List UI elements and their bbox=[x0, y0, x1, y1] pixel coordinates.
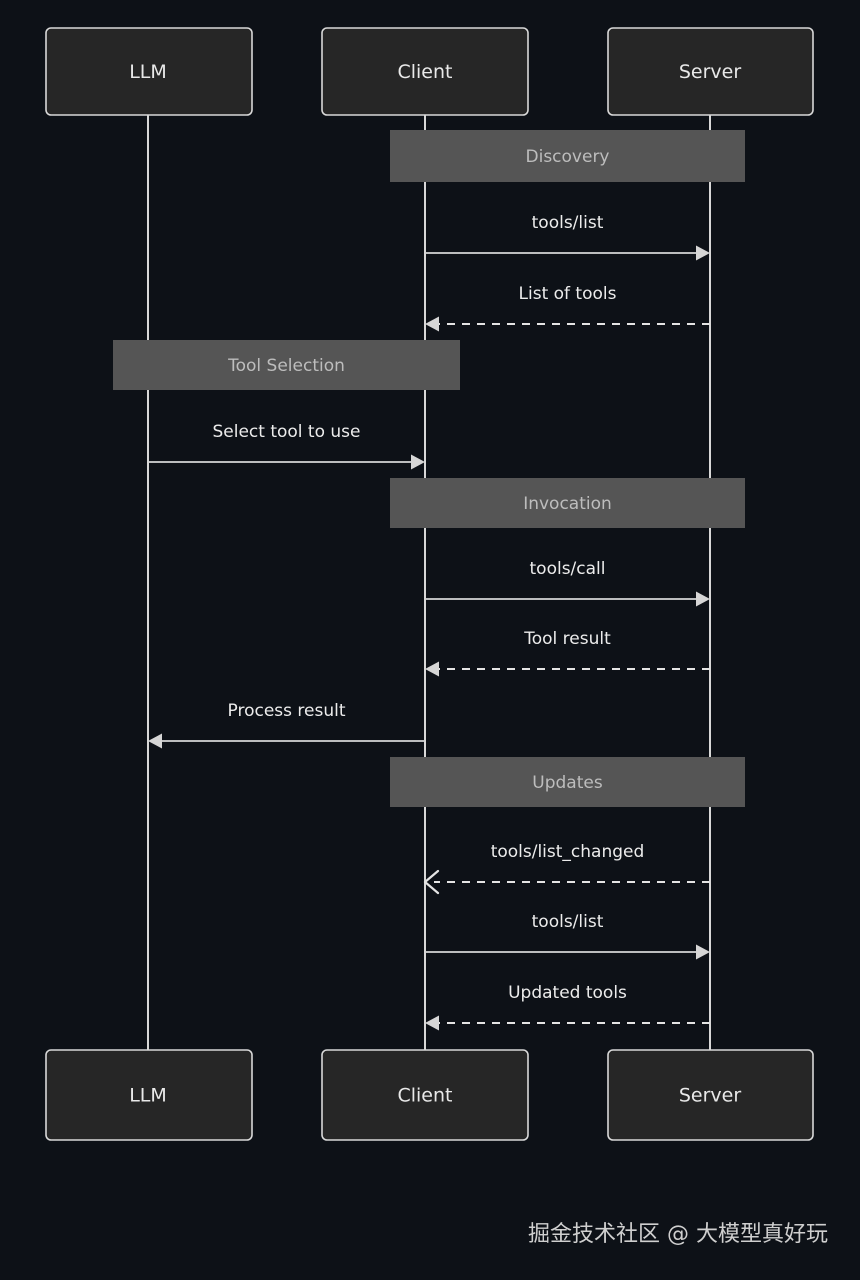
message-tools-list-1: tools/list bbox=[425, 213, 710, 261]
message-label-tools-list-changed: tools/list_changed bbox=[491, 842, 645, 862]
block-label-tool-selection: Tool Selection bbox=[227, 356, 345, 376]
block-discovery: Discovery bbox=[390, 130, 745, 182]
participant-label-llm-top: LLM bbox=[129, 61, 167, 83]
participant-server-bottom[interactable]: Server bbox=[607, 1049, 814, 1141]
block-label-discovery: Discovery bbox=[526, 147, 610, 167]
message-label-tools-list-1: tools/list bbox=[532, 213, 604, 233]
message-label-tools-call: tools/call bbox=[530, 559, 606, 579]
arrowhead-filled-tools-list-1 bbox=[696, 245, 710, 261]
block-updates: Updates bbox=[390, 757, 745, 807]
message-list-of-tools: List of tools bbox=[425, 284, 710, 332]
participant-server-top[interactable]: Server bbox=[607, 27, 814, 116]
arrowhead-filled-updated-tools bbox=[425, 1015, 439, 1031]
arrowhead-filled-tool-result bbox=[425, 661, 439, 677]
message-tools-list-changed: tools/list_changed bbox=[423, 842, 710, 895]
message-label-select-tool: Select tool to use bbox=[212, 422, 360, 442]
participant-label-server-bottom: Server bbox=[679, 1085, 741, 1107]
block-invocation: Invocation bbox=[390, 478, 745, 528]
block-background-updates bbox=[390, 757, 745, 807]
message-label-process-result: Process result bbox=[228, 701, 346, 721]
participant-box-client-bottom[interactable] bbox=[321, 1049, 529, 1141]
block-label-updates: Updates bbox=[532, 773, 603, 793]
block-background-invocation bbox=[390, 478, 745, 528]
participant-label-client-top: Client bbox=[397, 61, 452, 83]
block-label-invocation: Invocation bbox=[523, 494, 612, 514]
arrowhead-filled-tools-list-2 bbox=[696, 944, 710, 960]
block-background-tool-selection bbox=[113, 340, 460, 390]
message-label-list-of-tools: List of tools bbox=[519, 284, 617, 304]
arrowhead-open-tools-list-changed bbox=[423, 869, 440, 895]
lifelines-layer bbox=[147, 115, 711, 1050]
participant-box-llm-bottom[interactable] bbox=[45, 1049, 253, 1141]
participants-bottom-layer: LLM Client Server bbox=[45, 1049, 814, 1141]
block-tool-selection: Tool Selection bbox=[113, 340, 460, 390]
message-label-updated-tools: Updated tools bbox=[508, 983, 627, 1003]
watermark-text: 掘金技术社区 @ 大模型真好玩 bbox=[528, 1222, 828, 1247]
participant-client-bottom[interactable]: Client bbox=[321, 1049, 529, 1141]
message-updated-tools: Updated tools bbox=[425, 983, 710, 1031]
participant-box-server-bottom[interactable] bbox=[607, 1049, 814, 1141]
message-tools-list-2: tools/list bbox=[425, 912, 710, 960]
participants-top-layer: LLM Client Server bbox=[45, 27, 814, 116]
participant-llm-bottom[interactable]: LLM bbox=[45, 1049, 253, 1141]
participant-label-llm-bottom: LLM bbox=[129, 1085, 167, 1107]
arrowhead-filled-select-tool bbox=[411, 454, 425, 470]
arrowhead-filled-tools-call bbox=[696, 591, 710, 607]
participant-llm-top[interactable]: LLM bbox=[45, 27, 253, 116]
participant-label-client-bottom: Client bbox=[397, 1085, 452, 1107]
participant-client-top[interactable]: Client bbox=[321, 27, 529, 116]
participant-box-server-top[interactable] bbox=[607, 27, 814, 116]
message-select-tool: Select tool to use bbox=[148, 422, 425, 470]
block-background-discovery bbox=[390, 130, 745, 182]
message-tool-result: Tool result bbox=[425, 629, 710, 677]
watermark-layer: 掘金技术社区 @ 大模型真好玩 bbox=[528, 1222, 828, 1247]
arrowhead-filled-process-result bbox=[148, 733, 162, 749]
participant-label-server-top: Server bbox=[679, 61, 741, 83]
message-tools-call: tools/call bbox=[425, 559, 710, 607]
arrowhead-filled-list-of-tools bbox=[425, 316, 439, 332]
message-label-tool-result: Tool result bbox=[523, 629, 611, 649]
participant-box-client-top[interactable] bbox=[321, 27, 529, 116]
message-process-result: Process result bbox=[148, 701, 425, 749]
message-label-tools-list-2: tools/list bbox=[532, 912, 604, 932]
participant-box-llm-top[interactable] bbox=[45, 27, 253, 116]
